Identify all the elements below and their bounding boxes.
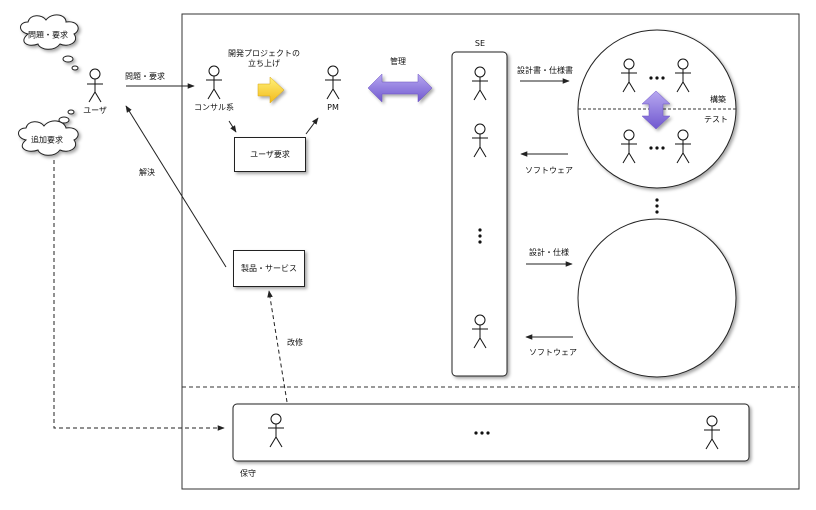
- software-2-label: ソフトウェア: [529, 348, 577, 357]
- management-label: 管理: [390, 57, 406, 66]
- team-circle-2: [577, 218, 737, 378]
- actor-pm-figure: [325, 65, 341, 100]
- arrow-maintenance-to-product: [267, 290, 288, 403]
- solution-label: 解決: [139, 168, 155, 177]
- actor-consultant-figure: [206, 65, 222, 100]
- user-request-box: ユーザ要求: [234, 137, 306, 172]
- se-vertical-ellipsis: [478, 228, 482, 244]
- spec-doc-label: 設計書・仕様書: [517, 66, 573, 75]
- design-spec-label: 設計・仕様: [529, 248, 569, 257]
- arrow-product-to-user: [125, 105, 227, 268]
- launch-arrow: [257, 76, 285, 104]
- project-launch-label: 開発プロジェクトの 立ち上げ: [228, 49, 300, 68]
- team-figures: [621, 58, 691, 164]
- problem-request-label: 問題・要求: [125, 72, 165, 81]
- user-request-label: ユーザ要求: [250, 150, 290, 159]
- maintenance-label: 保守: [240, 469, 256, 478]
- maintenance-dots: [474, 431, 490, 435]
- repair-label: 改修: [287, 338, 303, 347]
- actor-pm-label: PM: [327, 103, 339, 112]
- cloud-additional: [18, 109, 79, 156]
- team-dots: [649, 76, 665, 214]
- actor-se-label: SE: [474, 39, 486, 48]
- product-service-label: 製品・サービス: [241, 264, 297, 273]
- cloud-additional-label: 追加要求: [31, 135, 63, 145]
- actor-consultant-label: コンサル系: [194, 103, 234, 112]
- actor-user-figure: [87, 68, 103, 103]
- arrow-additional-to-maintenance: [53, 160, 225, 431]
- software-1-label: ソフトウェア: [525, 166, 573, 175]
- test-label: テスト: [704, 115, 728, 124]
- se-column: [451, 51, 508, 377]
- maintenance-figures: [268, 413, 720, 450]
- arrow-consultant-to-request: [228, 120, 237, 133]
- actor-user-label: ユーザ: [83, 106, 107, 115]
- se-figure: [472, 66, 488, 349]
- build-test-arrow: [641, 90, 671, 130]
- build-label: 構築: [710, 95, 726, 104]
- cloud-problem: [20, 14, 79, 71]
- cloud-problem-label: 問題・要求: [28, 30, 68, 40]
- product-service-box: 製品・サービス: [233, 250, 305, 287]
- maintenance-bar: [232, 403, 750, 462]
- management-arrow: [367, 73, 433, 103]
- arrow-request-to-pm: [305, 117, 319, 135]
